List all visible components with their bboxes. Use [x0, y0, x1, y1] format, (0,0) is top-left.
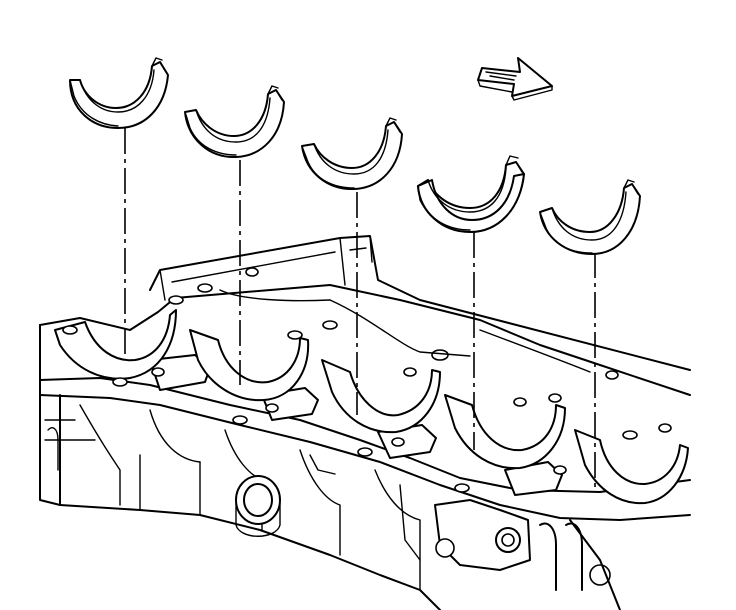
bearing-insert-4-thrust	[417, 155, 525, 233]
front-direction-arrow-icon	[477, 57, 553, 101]
bearing-insert-3	[301, 117, 403, 191]
bearing-insert-2	[184, 85, 285, 159]
alignment-lines	[124, 128, 596, 490]
bearing-insert-1	[69, 57, 169, 129]
bearing-insert-5	[539, 179, 641, 255]
engine-block	[39, 235, 691, 610]
